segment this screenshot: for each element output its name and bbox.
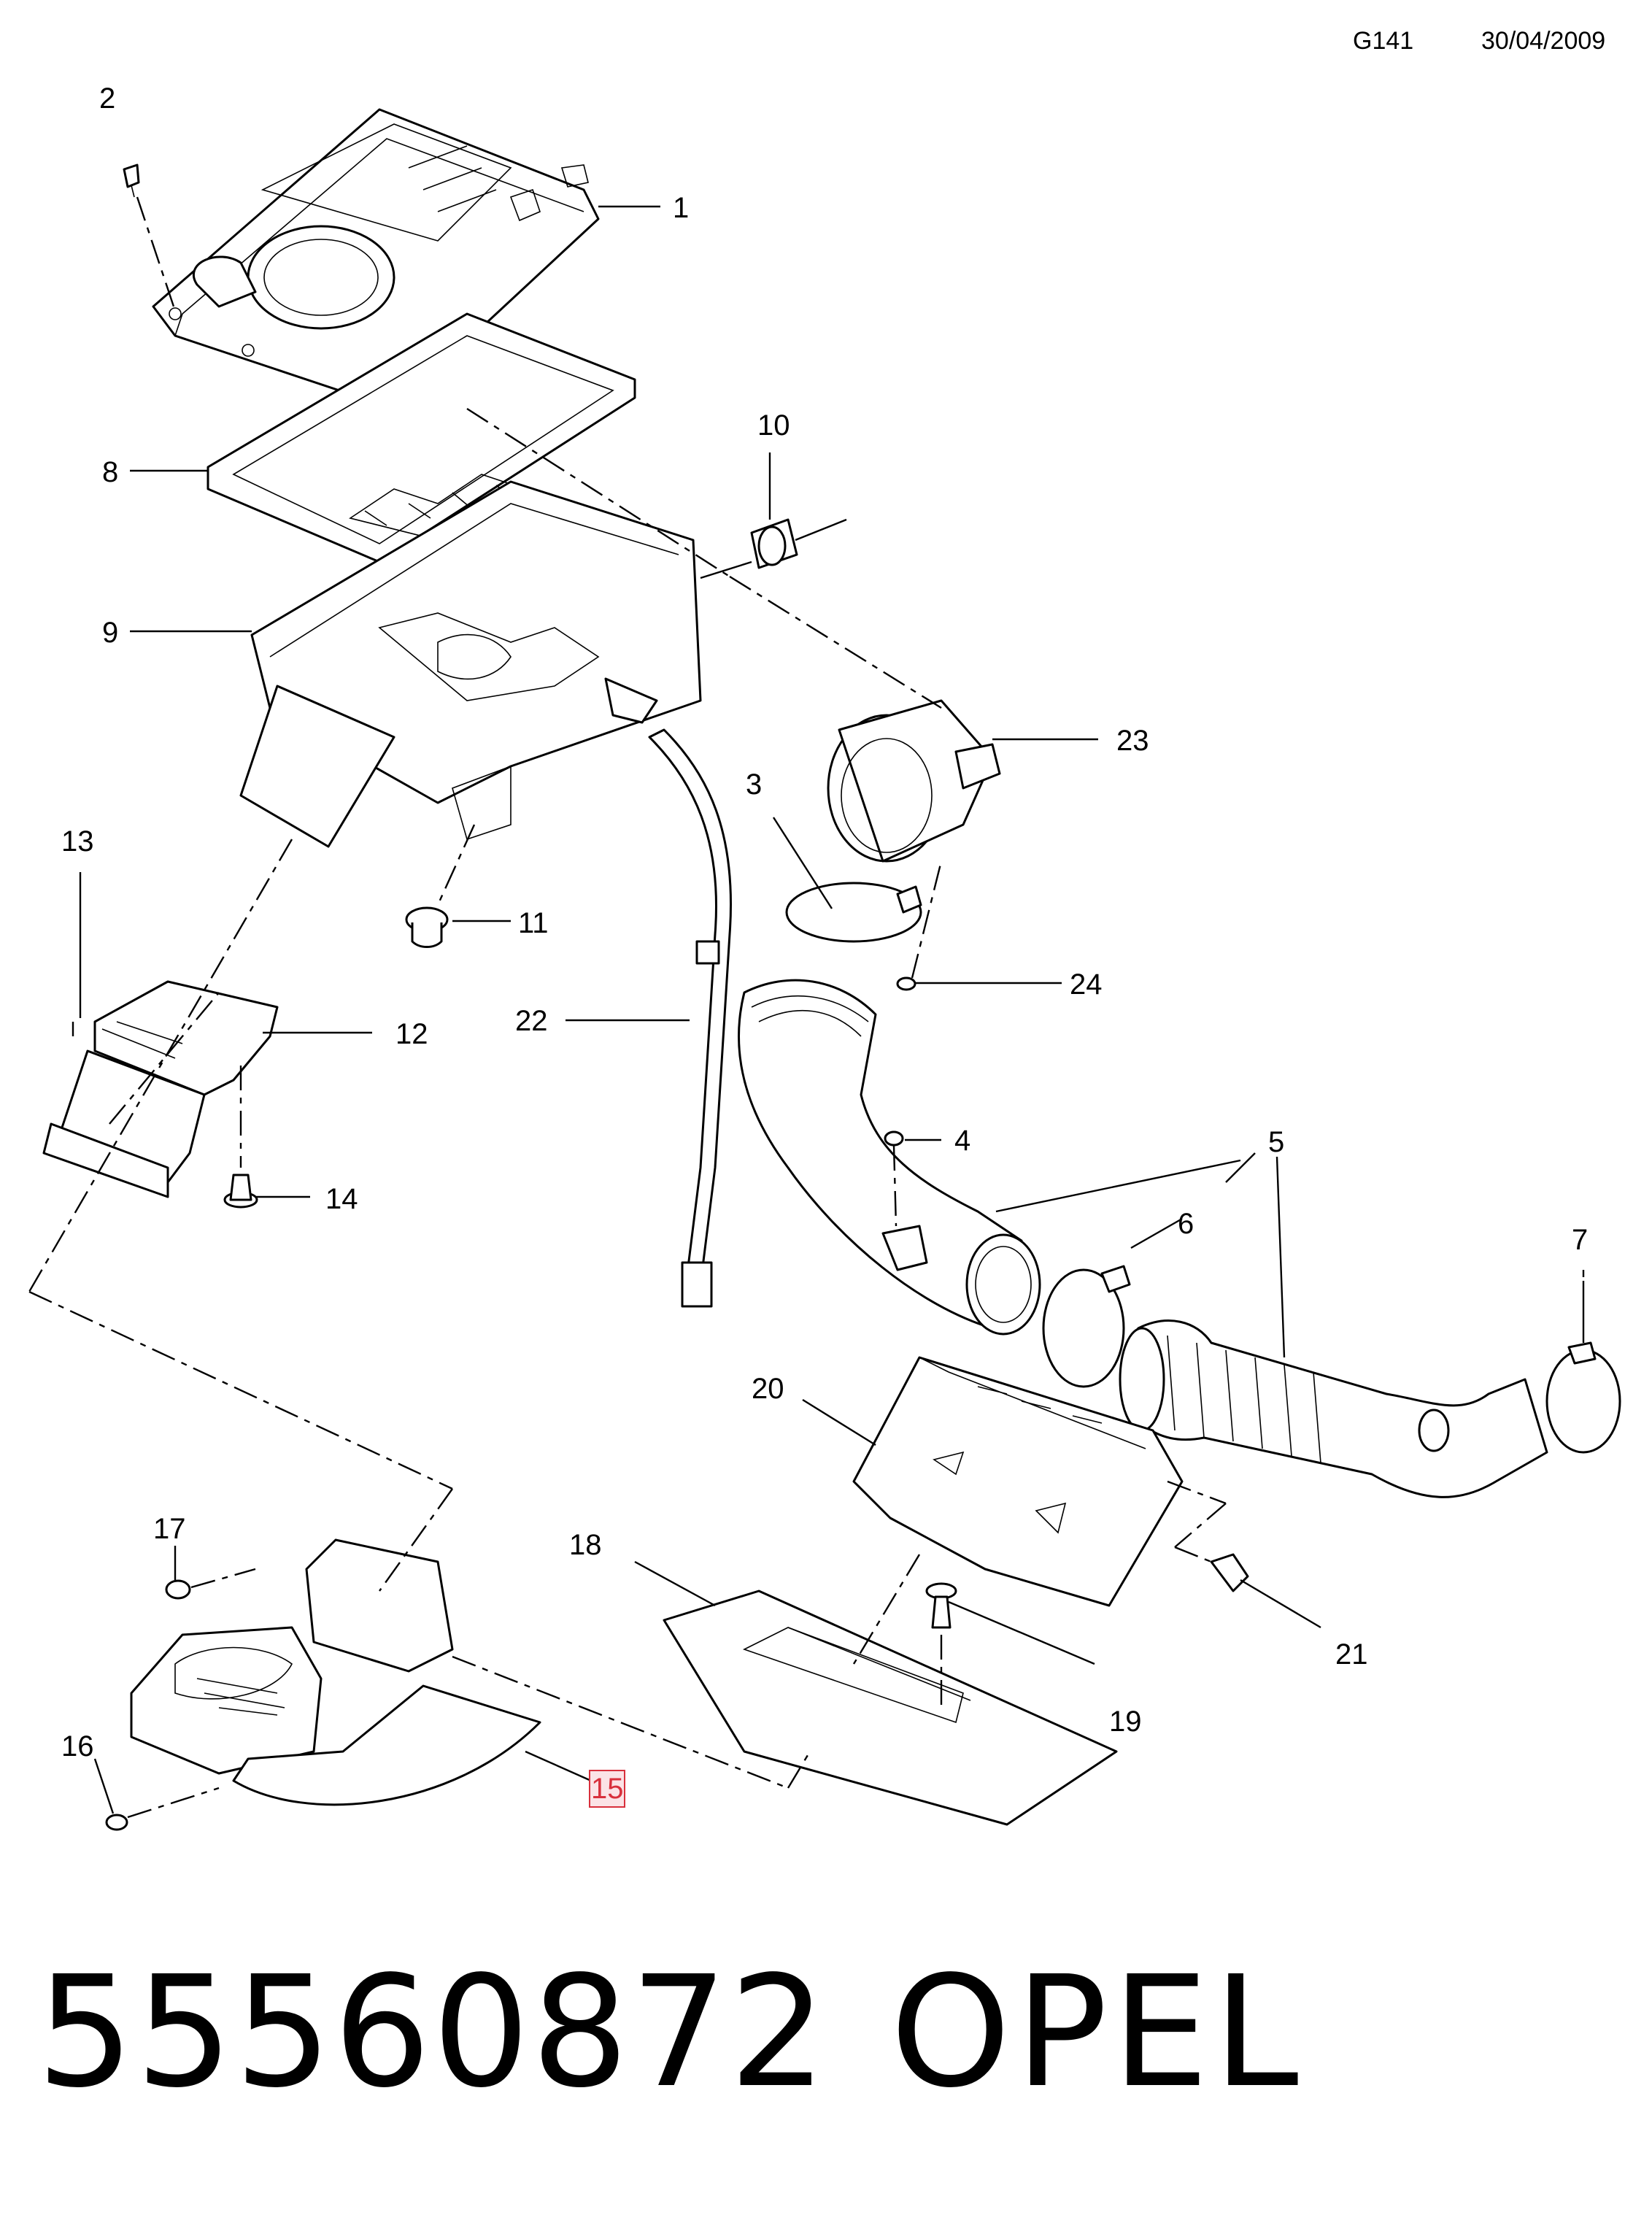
sheet-date: 30/04/2009 <box>1481 27 1606 55</box>
exploded-view-drawing: 1 2 3 4 5 6 7 8 9 10 11 12 13 14 15 16 1… <box>28 82 1621 1831</box>
push-pin-19 <box>925 1582 957 1708</box>
bushing-11 <box>405 824 476 948</box>
callout-14: 14 <box>325 1183 358 1215</box>
leader-lines <box>79 205 1585 1814</box>
callout-2: 2 <box>99 82 115 115</box>
under-panel-18 <box>663 1554 1118 1826</box>
hose-clamp-6 <box>1042 1265 1131 1388</box>
assembly-lines <box>28 407 942 1789</box>
callout-11: 11 <box>518 907 549 939</box>
callout-17: 17 <box>153 1513 186 1545</box>
callout-19: 19 <box>1109 1706 1142 1738</box>
callout-15-box <box>589 1770 625 1808</box>
callout-9: 9 <box>102 617 118 649</box>
callout-10: 10 <box>757 409 790 442</box>
bolt-24 <box>896 860 943 991</box>
callout-4: 4 <box>954 1125 970 1157</box>
screw-2 <box>123 163 175 307</box>
callout-15-highlight: 15 <box>589 1770 625 1808</box>
grommet-10 <box>700 518 847 579</box>
callout-22: 22 <box>515 1005 548 1037</box>
callout-18: 18 <box>569 1529 602 1561</box>
callout-6: 6 <box>1178 1208 1194 1240</box>
callout-8: 8 <box>102 456 118 488</box>
footer-part-number: 55560872 <box>36 1943 828 2122</box>
callout-7: 7 <box>1572 1224 1588 1256</box>
push-clip-14 <box>223 1066 258 1209</box>
hose-clamp-3 <box>785 882 922 943</box>
callout-3: 3 <box>746 768 762 801</box>
callout-23: 23 <box>1116 725 1149 757</box>
callout-13: 13 <box>61 825 94 858</box>
screw-4 <box>884 1130 904 1227</box>
callout-12: 12 <box>395 1018 428 1050</box>
footer-brand: OPEL <box>890 1943 1303 2122</box>
sheet-code: G141 <box>1353 27 1414 55</box>
mass-airflow-housing <box>827 699 1001 863</box>
callout-5: 5 <box>1268 1126 1284 1158</box>
screw-16 <box>105 1787 220 1831</box>
callout-21: 21 <box>1335 1638 1368 1671</box>
callout-24: 24 <box>1070 968 1103 1001</box>
lower-intake-duct-15 <box>130 1538 592 1806</box>
clip-21 <box>1174 1546 1249 1592</box>
callout-20: 20 <box>752 1373 784 1405</box>
callout-15: 15 <box>591 1773 624 1805</box>
filter-element <box>206 312 636 563</box>
heat-shield-20 <box>852 1356 1227 1607</box>
air-cleaner-cover <box>152 108 600 410</box>
hose-clamp-7 <box>1545 1281 1621 1454</box>
callout-1: 1 <box>673 192 689 224</box>
air-cleaner-housing <box>239 480 702 848</box>
intake-duct-12 <box>42 980 279 1198</box>
callout-labels: 1 2 3 4 5 6 7 8 9 10 11 12 13 14 15 16 1… <box>61 82 1588 1808</box>
drain-hose-22 <box>648 728 733 1308</box>
callout-16: 16 <box>61 1730 94 1762</box>
screw-17 <box>165 1568 256 1600</box>
intake-hose-5 <box>738 979 1548 1498</box>
